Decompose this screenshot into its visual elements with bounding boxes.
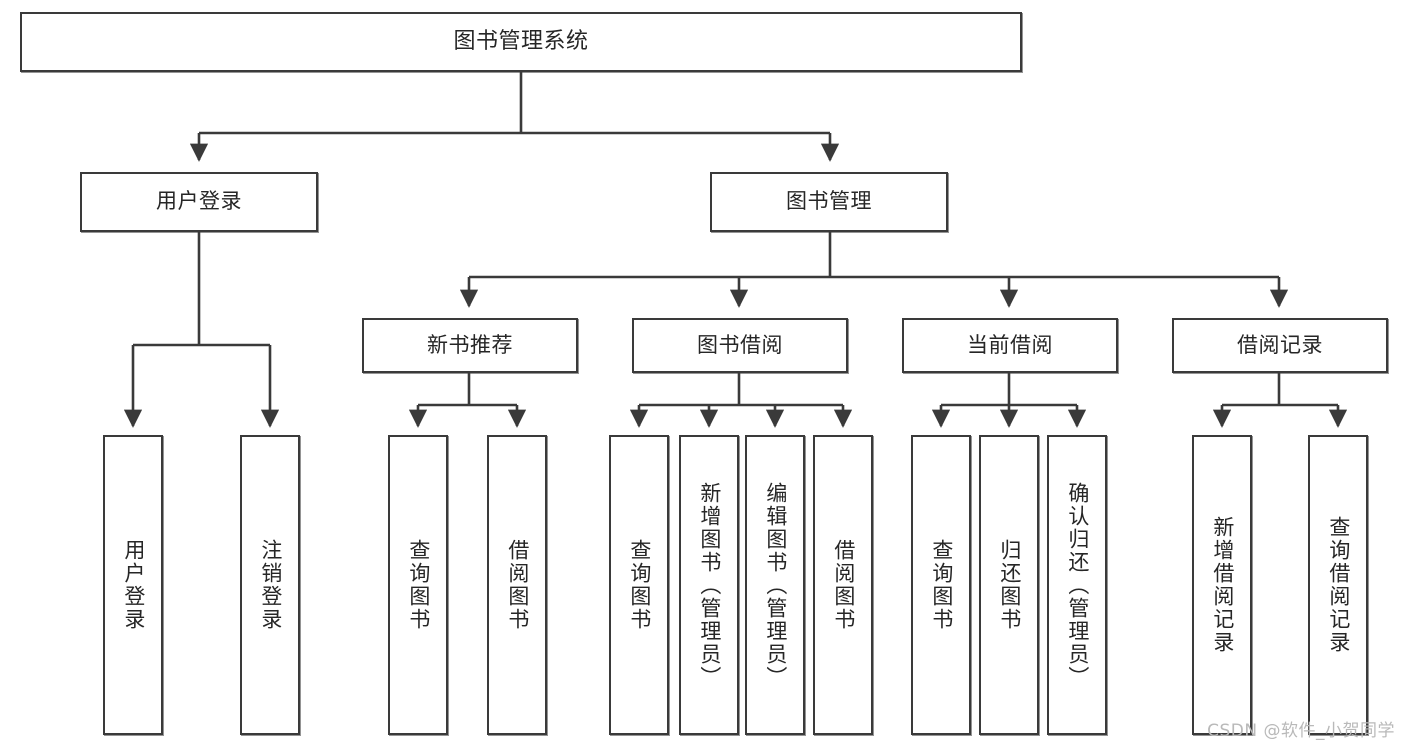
leaf-label: 借阅图书 <box>831 539 856 631</box>
leaf-record-query[interactable]: 查询借阅记录 <box>1308 435 1368 735</box>
leaf-borrow-edit-book[interactable]: 编辑图书（管理员） <box>745 435 805 735</box>
leaf-label: 编辑图书（管理员） <box>763 481 788 689</box>
leaf-borrow-add-book[interactable]: 新增图书（管理员） <box>679 435 739 735</box>
node-label: 新书推荐 <box>427 332 513 357</box>
node-user-login[interactable]: 用户登录 <box>80 172 318 232</box>
leaf-label: 查询借阅记录 <box>1326 516 1351 654</box>
leaf-borrow-borrow-book[interactable]: 借阅图书 <box>813 435 873 735</box>
leaf-label: 查询图书 <box>627 539 652 631</box>
leaf-record-add[interactable]: 新增借阅记录 <box>1192 435 1252 735</box>
leaf-label: 归还图书 <box>997 539 1022 631</box>
leaf-label: 查询图书 <box>929 539 954 631</box>
node-label: 图书借阅 <box>697 332 783 357</box>
node-label: 借阅记录 <box>1237 332 1323 357</box>
watermark-text: CSDN @软件_小贺同学 <box>1207 721 1395 741</box>
leaf-current-confirm-return[interactable]: 确认归还（管理员） <box>1047 435 1107 735</box>
node-label: 图书管理系统 <box>453 28 589 54</box>
node-label: 当前借阅 <box>967 332 1053 357</box>
leaf-new-book-query[interactable]: 查询图书 <box>388 435 448 735</box>
leaf-label: 新增借阅记录 <box>1210 516 1235 654</box>
leaf-user-login-login[interactable]: 用户登录 <box>103 435 163 735</box>
leaf-borrow-query-book[interactable]: 查询图书 <box>609 435 669 735</box>
node-current-borrow[interactable]: 当前借阅 <box>902 318 1118 373</box>
node-label: 用户登录 <box>156 189 242 214</box>
leaf-label: 查询图书 <box>406 539 431 631</box>
leaf-label: 借阅图书 <box>505 539 530 631</box>
node-book-management[interactable]: 图书管理 <box>710 172 948 232</box>
leaf-label: 新增图书（管理员） <box>697 481 722 689</box>
node-book-borrow[interactable]: 图书借阅 <box>632 318 848 373</box>
leaf-user-login-logout[interactable]: 注销登录 <box>240 435 300 735</box>
leaf-new-book-borrow[interactable]: 借阅图书 <box>487 435 547 735</box>
leaf-current-query-book[interactable]: 查询图书 <box>911 435 971 735</box>
leaf-current-return-book[interactable]: 归还图书 <box>979 435 1039 735</box>
node-new-book-recommend[interactable]: 新书推荐 <box>362 318 578 373</box>
leaf-label: 确认归还（管理员） <box>1065 481 1090 689</box>
leaf-label: 注销登录 <box>258 539 283 631</box>
leaf-label: 用户登录 <box>121 539 146 631</box>
node-root-system[interactable]: 图书管理系统 <box>20 12 1022 72</box>
node-label: 图书管理 <box>786 189 872 214</box>
node-borrow-record[interactable]: 借阅记录 <box>1172 318 1388 373</box>
